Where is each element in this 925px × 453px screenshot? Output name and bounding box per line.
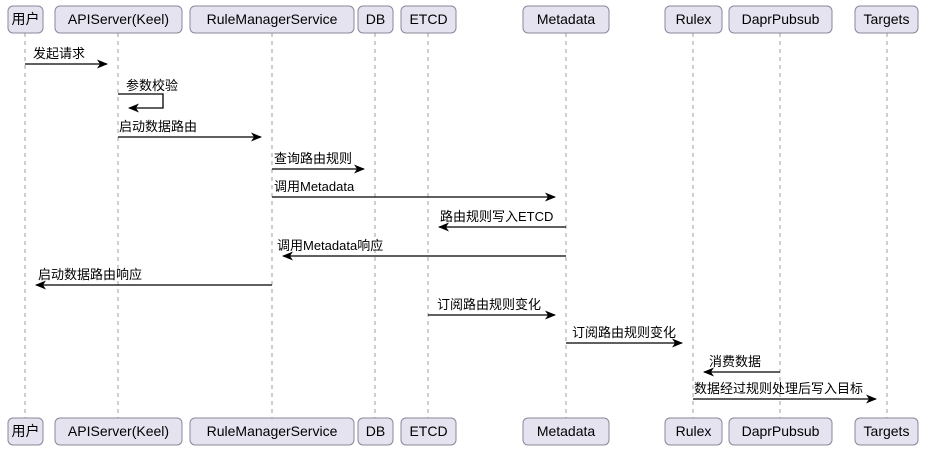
actor-label: APIServer(Keel): [68, 11, 169, 27]
actor-box: [522, 417, 610, 446]
message-2[interactable]: 参数校验: [118, 78, 178, 113]
message-label: 查询路由规则: [274, 151, 352, 166]
actor-box: [728, 5, 833, 34]
actor-box: [189, 5, 355, 34]
actor-footer-db[interactable]: DB: [357, 417, 394, 446]
message-1[interactable]: 发起请求: [25, 46, 108, 69]
actor-header-user[interactable]: 用户: [7, 5, 44, 34]
message-label: 启动数据路由响应: [38, 267, 142, 282]
actor-footers: 用户 APIServer(Keel) RuleManagerService DB ETC…: [7, 417, 919, 446]
actor-header-metadata[interactable]: Metadata: [522, 5, 610, 34]
actor-box: [357, 5, 394, 34]
actor-label: RuleManagerService: [207, 11, 338, 27]
actor-label: DB: [366, 11, 385, 27]
message-8[interactable]: 启动数据路由响应: [35, 267, 272, 290]
actor-box: [54, 417, 183, 446]
message-10[interactable]: 订阅路由规则变化: [566, 325, 683, 348]
actor-label: Targets: [864, 423, 910, 439]
actor-box: [400, 5, 457, 34]
message-label: 调用Metadata: [274, 179, 355, 194]
actor-box: [189, 417, 355, 446]
actor-footer-daprpubsub[interactable]: DaprPubsub: [728, 417, 833, 446]
actor-box: [522, 5, 610, 34]
actor-footer-rulex[interactable]: Rulex: [664, 417, 723, 446]
message-label: 启动数据路由: [119, 119, 197, 134]
message-label: 调用Metadata响应: [277, 238, 383, 253]
actor-footer-metadata[interactable]: Metadata: [522, 417, 610, 446]
actor-box: [854, 417, 919, 446]
message-label: 发起请求: [33, 46, 85, 61]
actor-label: RuleManagerService: [207, 423, 338, 439]
message-12[interactable]: 数据经过规则处理后写入目标: [693, 381, 877, 404]
actor-box: [7, 417, 44, 446]
actor-header-etcd[interactable]: ETCD: [400, 5, 457, 34]
message-11[interactable]: 消费数据: [703, 354, 780, 377]
actor-box: [728, 417, 833, 446]
message-4[interactable]: 查询路由规则: [272, 151, 365, 174]
actor-label: Metadata: [537, 11, 596, 27]
actor-headers: 用户 APIServer(Keel) RuleManagerService DB ETC…: [7, 5, 919, 34]
actor-footer-targets[interactable]: Targets: [854, 417, 919, 446]
actor-label: Rulex: [676, 423, 712, 439]
message-label: 路由规则写入ETCD: [440, 209, 553, 224]
actor-label: ETCD: [409, 11, 447, 27]
actor-box: [664, 5, 723, 34]
message-label: 消费数据: [709, 354, 761, 369]
actor-label: DB: [366, 423, 385, 439]
actor-footer-apiserver[interactable]: APIServer(Keel): [54, 417, 183, 446]
actor-label: DaprPubsub: [742, 423, 820, 439]
actor-label: ETCD: [409, 423, 447, 439]
actor-header-db[interactable]: DB: [357, 5, 394, 34]
actor-label: Metadata: [537, 423, 596, 439]
message-label: 参数校验: [126, 78, 178, 93]
actor-header-daprpubsub[interactable]: DaprPubsub: [728, 5, 833, 34]
actor-label: APIServer(Keel): [68, 423, 169, 439]
actor-box: [400, 417, 457, 446]
message-label: 订阅路由规则变化: [437, 297, 541, 312]
actor-header-rulex[interactable]: Rulex: [664, 5, 723, 34]
message-5[interactable]: 调用Metadata: [272, 179, 556, 202]
actor-box: [854, 5, 919, 34]
actor-label: Targets: [864, 11, 910, 27]
actor-footer-rulemgr[interactable]: RuleManagerService: [189, 417, 355, 446]
actor-box: [664, 417, 723, 446]
message-3[interactable]: 启动数据路由: [118, 119, 262, 142]
lifelines-layer: [24, 33, 888, 418]
message-6[interactable]: 路由规则写入ETCD: [438, 209, 566, 232]
actor-header-rulemgr[interactable]: RuleManagerService: [189, 5, 355, 34]
actor-footer-etcd[interactable]: ETCD: [400, 417, 457, 446]
actor-header-apiserver[interactable]: APIServer(Keel): [54, 5, 183, 34]
actor-label: 用户: [12, 423, 40, 439]
actor-footer-user[interactable]: 用户: [7, 417, 44, 446]
actor-box: [7, 5, 44, 34]
actor-label: Rulex: [676, 11, 712, 27]
actor-header-targets[interactable]: Targets: [854, 5, 919, 34]
message-7[interactable]: 调用Metadata响应: [277, 238, 566, 261]
self-message-path: [118, 93, 164, 113]
actor-box: [54, 5, 183, 34]
actor-label: 用户: [12, 11, 40, 27]
message-9[interactable]: 订阅路由规则变化: [428, 297, 556, 320]
message-label: 数据经过规则处理后写入目标: [694, 381, 863, 396]
message-label: 订阅路由规则变化: [572, 325, 676, 340]
actor-box: [357, 417, 394, 446]
actor-label: DaprPubsub: [742, 11, 820, 27]
